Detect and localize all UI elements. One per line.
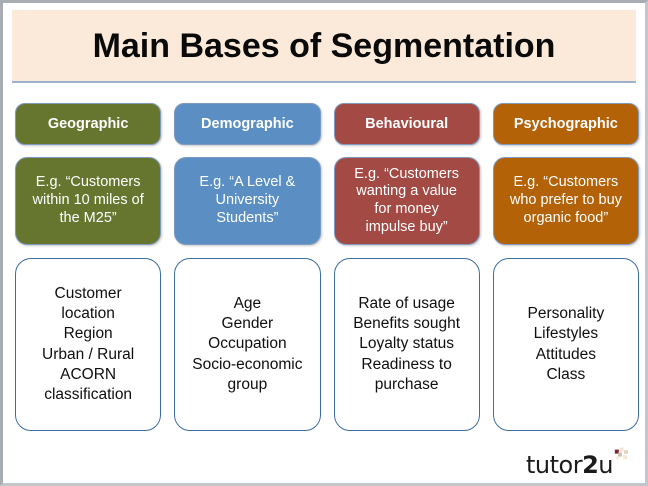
tutor2u-logo: tutor2u <box>525 447 629 479</box>
column-detail-demographic: Age Gender Occupation Socio-economic gro… <box>174 258 321 431</box>
logo-wordmark: tutor2u <box>525 451 614 479</box>
column-header-behavioural: Behavioural <box>333 103 480 145</box>
column-header-psychographic: Psychographic <box>492 103 639 145</box>
column-example-behavioural: E.g. “Customers wanting a value for mone… <box>333 157 480 245</box>
logo-text-bold: 2 <box>582 451 599 479</box>
column-header-geographic: Geographic <box>15 103 162 145</box>
column-behavioural: Behavioural E.g. “Customers wanting a va… <box>333 103 480 431</box>
segmentation-columns: Geographic E.g. “Customers within 10 mil… <box>15 103 639 431</box>
pinwheel-icon <box>614 447 629 462</box>
column-detail-psychographic: Personality Lifestyles Attitudes Class <box>492 258 639 431</box>
column-detail-behavioural: Rate of usage Benefits sought Loyalty st… <box>333 258 480 431</box>
column-geographic: Geographic E.g. “Customers within 10 mil… <box>15 103 162 431</box>
column-example-demographic: E.g. “A Level & University Students” <box>174 157 321 245</box>
column-example-psychographic: E.g. “Customers who prefer to buy organi… <box>492 157 639 245</box>
slide-title-bar: Main Bases of Segmentation <box>12 10 636 83</box>
logo-text-part1: tutor <box>525 451 583 479</box>
column-psychographic: Psychographic E.g. “Customers who prefer… <box>492 103 639 431</box>
logo-text-part2: u <box>598 451 613 479</box>
page-title: Main Bases of Segmentation <box>92 26 556 65</box>
column-demographic: Demographic E.g. “A Level & University S… <box>174 103 321 431</box>
column-detail-geographic: Customer location Region Urban / Rural A… <box>15 258 162 431</box>
column-example-geographic: E.g. “Customers within 10 miles of the M… <box>15 157 162 245</box>
column-header-demographic: Demographic <box>174 103 321 145</box>
